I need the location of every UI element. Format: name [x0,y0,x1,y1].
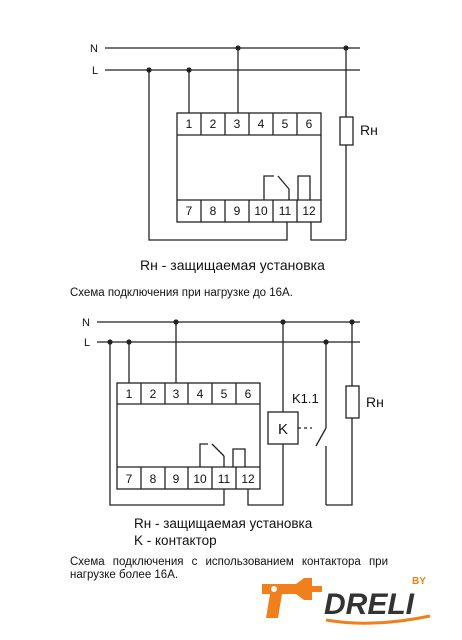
diagram-1-caption: Rн - защищаемая установка [140,257,325,273]
d1-relay-contact [263,175,274,200]
diagram-2-caption-line2: K - контактор [134,533,217,548]
diagram-1-note: Схема подключения при нагрузке до 16А. [70,287,293,299]
d1-load-resistor [339,116,354,146]
drill-icon [262,578,322,618]
d1-terminal: 8 [210,204,217,218]
d2-terminal: 1 [126,387,133,401]
d2-line-n-label: N [82,317,90,329]
d2-terminal: 5 [221,387,228,401]
d2-contact-label: K1.1 [292,391,319,406]
d1-terminal: 2 [210,117,217,131]
d2-terminal: 12 [241,472,255,486]
d2-terminal: 11 [218,472,231,486]
d1-load-label: Rн [360,122,378,138]
d1-terminal: 12 [302,204,316,218]
d2-contactor-contact [315,427,327,447]
d2-terminal: 9 [173,472,180,486]
d1-terminal: 3 [234,117,241,131]
diagram-2 [97,321,360,506]
d1-line-l-label: L [92,65,98,77]
d2-terminal: 6 [245,387,252,401]
d2-load-resistor [345,385,360,419]
d2-relay-contact [199,443,208,467]
diagram-2-caption-line1: Rн - защищаемая установка [134,516,313,531]
diagram-2-note: Схема подключения с использованием конта… [70,556,388,581]
d1-terminal: 11 [279,204,292,218]
d1-terminal: 6 [306,117,313,131]
d1-terminal: 10 [254,204,268,218]
d1-terminal: 5 [282,117,289,131]
d1-terminal: 1 [186,117,193,131]
d2-terminal: 10 [193,472,207,486]
d1-terminal: 4 [258,117,265,131]
d1-terminal: 9 [234,204,241,218]
logo-superscript: BY [412,576,426,587]
d1-line-n-label: N [90,43,98,55]
d2-line-l-label: L [84,337,90,349]
dreli-logo: DRELI BY [262,576,431,625]
d2-terminal: 7 [126,472,133,486]
d2-terminal: 8 [150,472,157,486]
d2-terminal: 4 [197,387,204,401]
d1-terminal: 7 [186,204,193,218]
d2-load-label: Rн [366,394,384,410]
d2-terminal: 2 [150,387,157,401]
logo-text: DRELI [324,588,415,621]
diagram-1 [105,47,360,241]
d2-terminal: 3 [173,387,180,401]
diagram-2-caption: Rн - защищаемая установка K - контактор [134,515,312,549]
d2-coil-label: K [278,421,288,438]
